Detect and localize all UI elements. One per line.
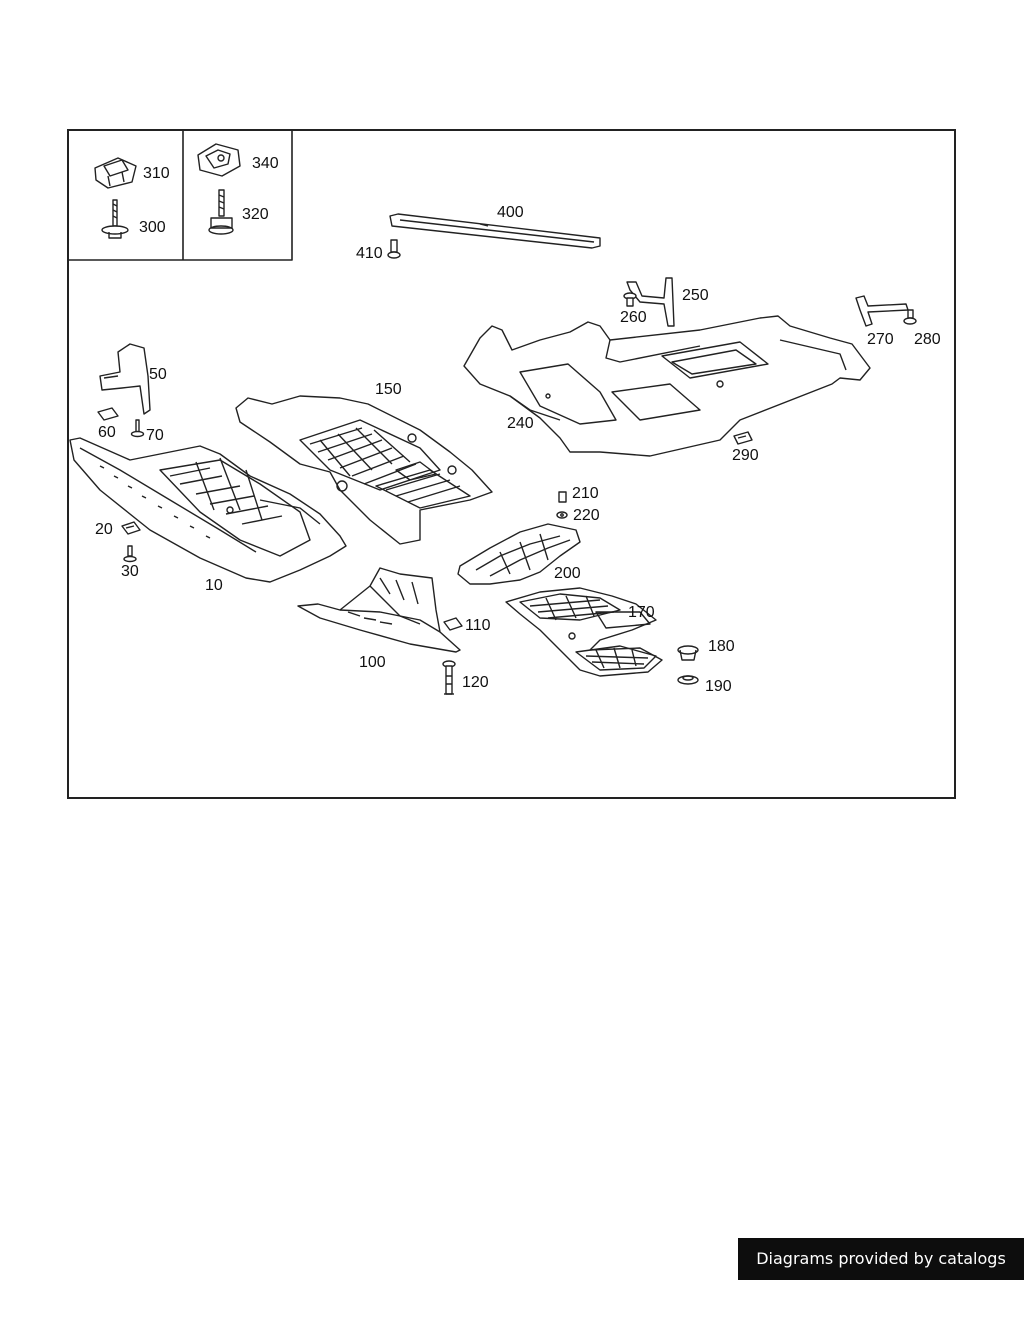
label-170: 170 <box>628 604 655 621</box>
clip-nut-340-icon <box>197 143 241 177</box>
label-60: 60 <box>98 424 116 441</box>
label-100: 100 <box>359 654 386 671</box>
bolt-280-icon <box>903 309 917 325</box>
label-410: 410 <box>356 245 383 262</box>
label-10: 10 <box>205 577 223 594</box>
grid-panel-170 <box>505 587 663 677</box>
label-210: 210 <box>572 485 599 502</box>
label-400: 400 <box>497 204 524 221</box>
clip-180-icon <box>677 645 699 661</box>
nut-190-icon <box>677 675 699 685</box>
screw-300-icon <box>101 199 129 239</box>
inset-box-fasteners <box>67 129 293 261</box>
label-20: 20 <box>95 521 113 538</box>
nut-110-icon <box>443 617 463 631</box>
label-310: 310 <box>143 165 170 182</box>
label-30: 30 <box>121 563 139 580</box>
rear-panel-200 <box>457 523 581 585</box>
label-220: 220 <box>573 507 600 524</box>
label-290: 290 <box>732 447 759 464</box>
label-190: 190 <box>705 678 732 695</box>
label-250: 250 <box>682 287 709 304</box>
strut-bar-400 <box>389 213 601 249</box>
clip-290-icon <box>733 431 753 445</box>
label-280: 280 <box>914 331 941 348</box>
label-340: 340 <box>252 155 279 172</box>
label-180: 180 <box>708 638 735 655</box>
footer-banner: Diagrams provided by catalogs parts <box>738 1238 1024 1310</box>
mid-panel-150 <box>235 395 493 545</box>
label-260: 260 <box>620 309 647 326</box>
bolt-260-icon <box>623 292 637 307</box>
bracket-250 <box>626 277 675 327</box>
bolt-410-icon <box>387 239 401 259</box>
screw-30-icon <box>123 545 137 563</box>
label-120: 120 <box>462 674 489 691</box>
label-70: 70 <box>146 427 164 444</box>
label-240: 240 <box>507 415 534 432</box>
nut-20-icon <box>121 521 141 535</box>
clip-nut-310-icon <box>94 157 137 189</box>
label-150: 150 <box>375 381 402 398</box>
label-300: 300 <box>139 219 166 236</box>
underbody-panel-240 <box>463 315 871 457</box>
push-rivet-120-icon <box>442 660 456 695</box>
label-320: 320 <box>242 206 269 223</box>
bracket-50 <box>99 343 151 415</box>
bolt-210-icon <box>558 491 567 503</box>
bracket-270 <box>855 295 909 327</box>
label-50: 50 <box>149 366 167 383</box>
clip-60-icon <box>97 407 119 421</box>
front-panel-10 <box>69 437 347 583</box>
screw-70-icon <box>130 419 145 438</box>
label-110: 110 <box>465 617 491 634</box>
parts-diagram <box>67 129 917 695</box>
bolt-320-icon <box>208 189 234 235</box>
washer-220-icon <box>556 511 568 519</box>
label-270: 270 <box>867 331 894 348</box>
label-200: 200 <box>554 565 581 582</box>
front-lower-panel-100 <box>297 567 461 653</box>
